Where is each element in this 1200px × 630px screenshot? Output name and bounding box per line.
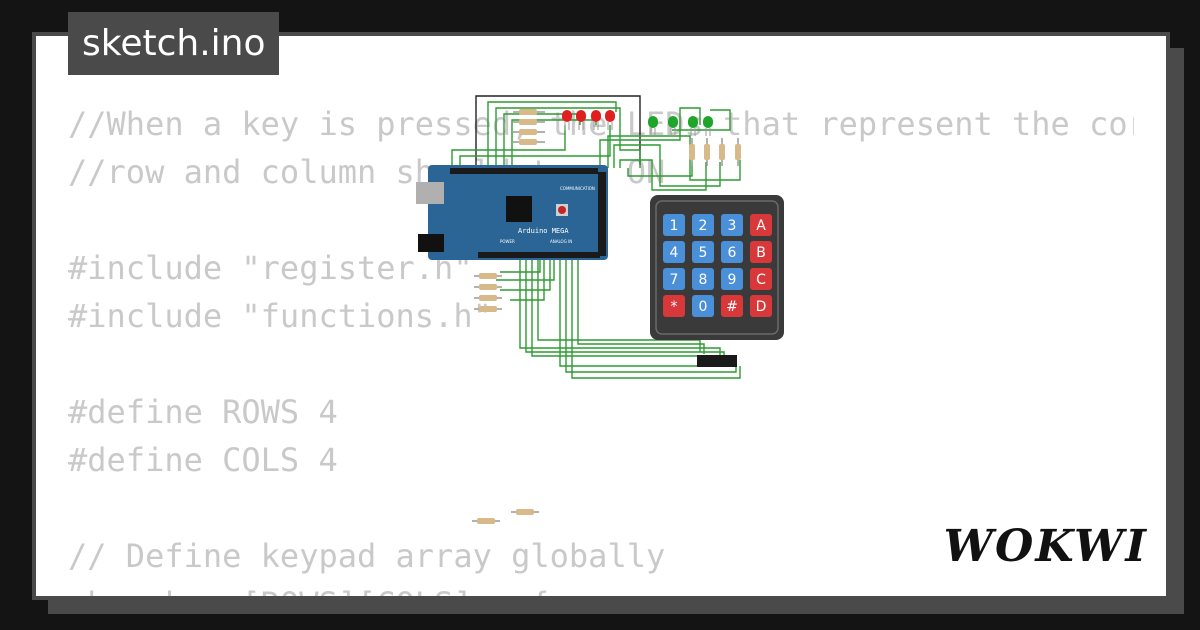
board-power-label: POWER	[500, 239, 515, 244]
keypad-4x4[interactable]: 1 2 3 A 4 5 6 B 7 8 9 C * 0 # D	[650, 195, 784, 367]
code-line-5: #include "functions.h"	[68, 297, 492, 335]
led-green-icon	[668, 116, 678, 136]
code-line-10: // Define keypad array globally	[68, 537, 666, 575]
keypad-key-label: A	[756, 218, 766, 234]
power-jack-icon	[418, 234, 444, 252]
keypad-key-D[interactable]: D	[750, 295, 772, 317]
keypad-key-label: *	[671, 299, 678, 315]
keypad-key-label: D	[756, 299, 767, 315]
usb-port-icon	[416, 182, 444, 204]
keypad-key-C[interactable]: C	[750, 268, 772, 290]
wokwi-logo: WOKWI	[943, 521, 1148, 572]
led-green-icon	[688, 116, 698, 136]
led-green-icon	[648, 116, 658, 136]
keypad-key-4[interactable]: 4	[663, 241, 685, 263]
led-green-icon	[703, 116, 713, 136]
keypad-key-6[interactable]: 6	[721, 241, 743, 263]
keypad-key-label: 4	[670, 245, 679, 261]
keypad-key-0[interactable]: 0	[692, 295, 714, 317]
keypad-key-label: 3	[728, 218, 737, 234]
chip-icon	[506, 196, 532, 222]
keypad-key-label: 2	[699, 218, 708, 234]
board-label: Arduino MEGA	[518, 227, 569, 235]
keypad-key-label: 9	[728, 272, 737, 288]
resistor-group-top	[513, 109, 545, 145]
resistor-group-right	[689, 138, 741, 166]
keypad-key-B[interactable]: B	[750, 241, 772, 263]
led-red-group	[562, 110, 615, 130]
keypad-key-label: 6	[728, 245, 737, 261]
keypad-key-7[interactable]: 7	[663, 268, 685, 290]
led-red-icon	[576, 110, 586, 130]
led-red-icon	[605, 110, 615, 130]
keypad-key-label: 5	[699, 245, 708, 261]
led-green-group	[648, 116, 713, 136]
keypad-key-5[interactable]: 5	[692, 241, 714, 263]
keypad-key-label: 1	[670, 218, 679, 234]
resistor-group-loose	[472, 509, 539, 524]
keypad-connector	[697, 355, 737, 367]
code-card: //When a key is pressed, the LEDs that r…	[32, 32, 1170, 600]
keypad-key-3[interactable]: 3	[721, 214, 743, 236]
keypad-key-8[interactable]: 8	[692, 268, 714, 290]
keypad-key-1[interactable]: 1	[663, 214, 685, 236]
code-line-7: #define ROWS 4	[68, 393, 338, 431]
keypad-key-A[interactable]: A	[750, 214, 772, 236]
code-line-8: #define COLS 4	[68, 441, 338, 479]
resistor-group-left	[474, 273, 502, 312]
keypad-key-label: B	[756, 245, 766, 261]
code-line-11: char keys[ROWS][COLS] = {	[68, 580, 1134, 596]
keypad-key-label: #	[726, 299, 738, 315]
led-red-icon	[591, 110, 601, 130]
keypad-key-9[interactable]: 9	[721, 268, 743, 290]
board-analog-label: ANALOG IN	[550, 239, 572, 244]
keypad-key-2[interactable]: 2	[692, 214, 714, 236]
keypad-key-#[interactable]: #	[721, 295, 743, 317]
keypad-key-*[interactable]: *	[663, 295, 685, 317]
board-comm-label: COMMUNICATION	[560, 186, 595, 191]
led-red-icon	[562, 110, 572, 130]
keypad-key-label: 0	[699, 299, 708, 315]
keypad-key-label: 7	[670, 272, 679, 288]
arduino-mega-board[interactable]: Arduino MEGA COMMUNICATION POWER ANALOG …	[416, 165, 608, 260]
file-tab[interactable]: sketch.ino	[68, 12, 280, 75]
keypad-key-label: C	[756, 272, 766, 288]
keypad-key-label: 8	[699, 272, 708, 288]
code-line-4: #include "register.h"	[68, 249, 473, 287]
